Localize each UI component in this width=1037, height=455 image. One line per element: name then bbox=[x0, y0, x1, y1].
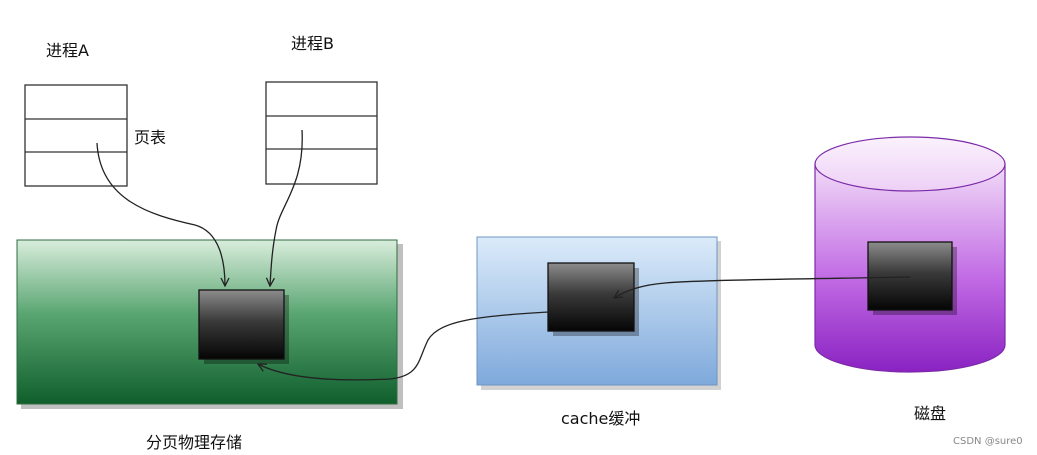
arrow-disk-to-cache bbox=[614, 276, 911, 298]
cache-label: cache缓冲 bbox=[561, 409, 641, 428]
disk-page-block bbox=[867, 241, 957, 315]
arrow-page-table-a-to-physical bbox=[96, 142, 225, 286]
page-table-label: 页表 bbox=[134, 128, 167, 147]
process-a-label: 进程A bbox=[46, 41, 89, 60]
physical-storage-label: 分页物理存储 bbox=[146, 433, 243, 452]
physical-page-block bbox=[198, 289, 289, 364]
disk-label: 磁盘 bbox=[914, 404, 947, 423]
arrow-cache-to-physical bbox=[258, 310, 571, 381]
watermark-text: CSDN @sure0 bbox=[953, 436, 1023, 447]
page-table-b bbox=[265, 81, 378, 185]
cache-page-block bbox=[547, 262, 639, 336]
arrow-page-table-b-to-physical bbox=[270, 129, 303, 286]
process-b-label: 进程B bbox=[291, 34, 334, 53]
page-table-a bbox=[24, 84, 128, 187]
